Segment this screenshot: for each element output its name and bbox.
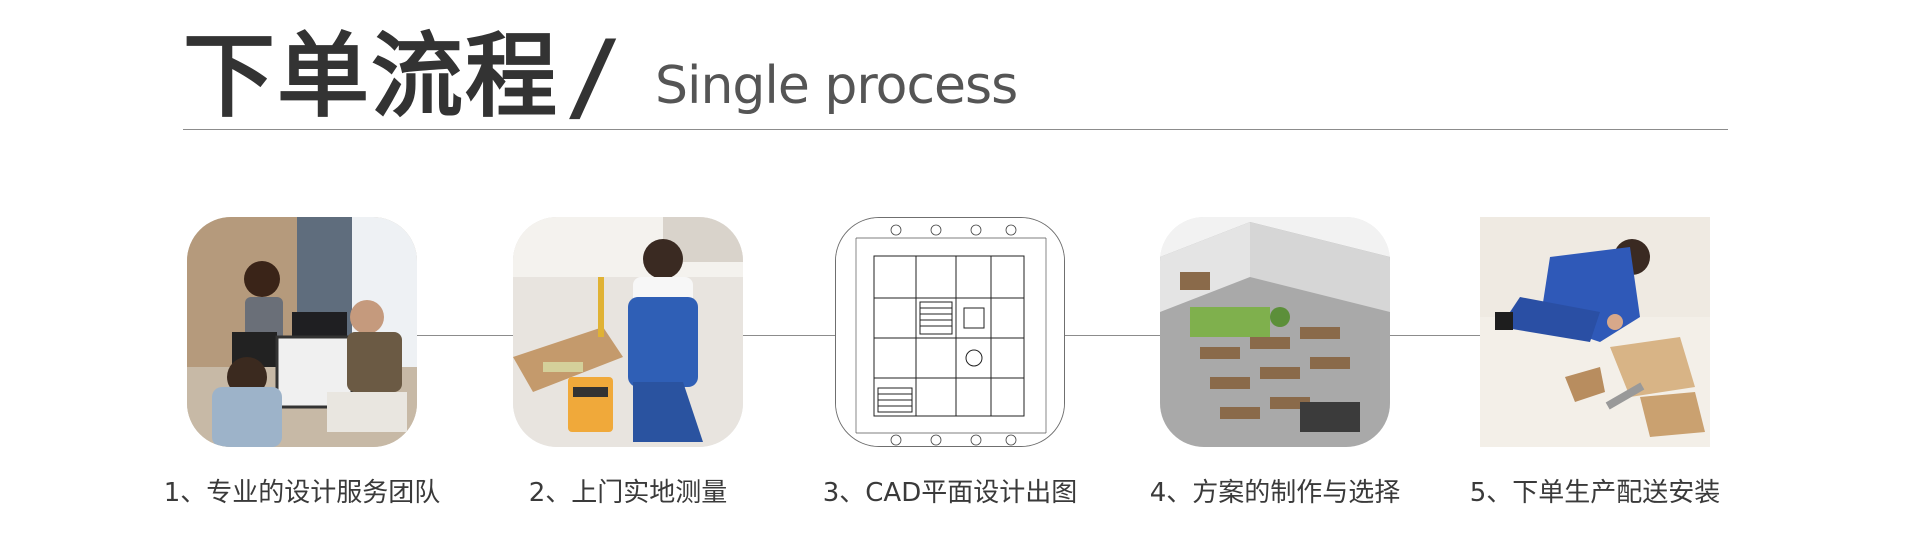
3d-office-layout-render — [1160, 217, 1390, 447]
page-subtitle: Single process — [655, 56, 1018, 116]
page-title: 下单流程 — [183, 23, 560, 130]
step-connector-4 — [1390, 335, 1480, 336]
page-header: 下单流程 / Single process — [183, 20, 1728, 134]
step-connector-2 — [743, 335, 835, 336]
step-label-2: 2、上门实地测量 — [528, 478, 728, 508]
header-divider — [183, 129, 1728, 130]
step-label-1: 1、专业的设计服务团队 — [163, 478, 441, 508]
onsite-measuring-photo — [513, 217, 743, 447]
title-separator: / — [566, 20, 619, 134]
design-team-photo — [187, 217, 417, 447]
step-label-5: 5、下单生产配送安装 — [1469, 478, 1721, 508]
furniture-installation-photo — [1480, 217, 1710, 447]
step-connector-1 — [417, 335, 513, 336]
cad-floor-plan-drawing — [835, 217, 1065, 447]
step-connector-3 — [1065, 335, 1160, 336]
step-label-3: 3、CAD平面设计出图 — [822, 478, 1078, 508]
step-label-4: 4、方案的制作与选择 — [1149, 478, 1401, 508]
